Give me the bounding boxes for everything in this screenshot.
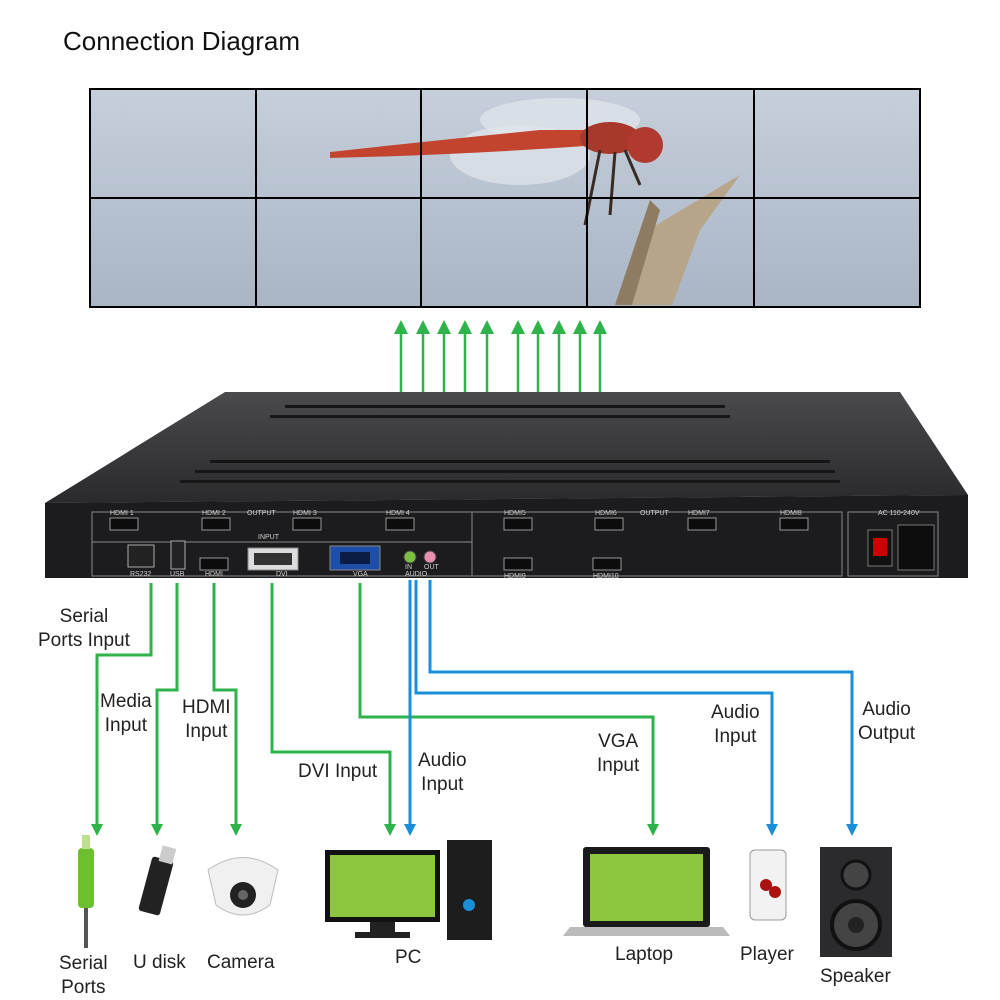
player-label: Player (740, 944, 794, 965)
port-label: USB (170, 571, 185, 578)
laptop-icon (563, 847, 730, 936)
serial-connection-line (91, 583, 153, 836)
usb-connection-line (151, 583, 179, 836)
output-label: OUTPUT (640, 510, 670, 517)
port-label: HDMI 1 (110, 510, 134, 517)
diagram-title: Connection Diagram (63, 26, 301, 56)
port-label: HDMI9 (504, 573, 526, 580)
vga-connection-line (358, 583, 659, 836)
input-label: INPUT (258, 534, 280, 541)
camera-icon (207, 857, 279, 916)
port-label: VGA (353, 571, 368, 578)
output-label: OUTPUT (247, 510, 277, 517)
pc-icon (325, 840, 492, 940)
speaker-icon (820, 847, 892, 957)
port-label: HDMI8 (780, 510, 802, 517)
dvi-connection-line (270, 583, 396, 836)
dragonfly-image (330, 98, 740, 305)
port-label: HDMI10 (593, 573, 619, 580)
pc-label: PC (395, 947, 422, 968)
u-disk-icon (138, 845, 177, 916)
port-label: IN (405, 564, 412, 571)
speaker-label: Speaker (820, 966, 891, 987)
dvi-input-label: DVI Input (298, 761, 378, 782)
audio-in-player-line (414, 580, 778, 836)
u-disk-label: U disk (133, 952, 186, 973)
video-wall (89, 88, 921, 308)
port-label: HDMI 2 (202, 510, 226, 517)
port-label: HDMI 3 (293, 510, 317, 517)
laptop-label: Laptop (615, 944, 674, 965)
hdmi-connection-line (212, 583, 242, 836)
port-label: HDMI7 (688, 510, 710, 517)
port-label: HDMI5 (504, 510, 526, 517)
audio-out-line (428, 580, 858, 836)
camera-label: Camera (207, 952, 275, 973)
port-label: RS232 (130, 571, 152, 578)
serial-cable-icon (78, 835, 94, 948)
video-wall-controller: HDMI 1 HDMI 2 OUTPUT HDMI 3 HDMI 4 HDMI5… (45, 392, 968, 580)
port-label: HDMI6 (595, 510, 617, 517)
port-label: DVI (276, 571, 288, 578)
power-label: AC 110-240V (878, 510, 920, 517)
port-label: HDMI (205, 571, 223, 578)
port-label: OUT (424, 564, 440, 571)
player-icon (749, 849, 787, 921)
port-label: AUDIO (405, 571, 428, 578)
port-label: HDMI 4 (386, 510, 410, 517)
